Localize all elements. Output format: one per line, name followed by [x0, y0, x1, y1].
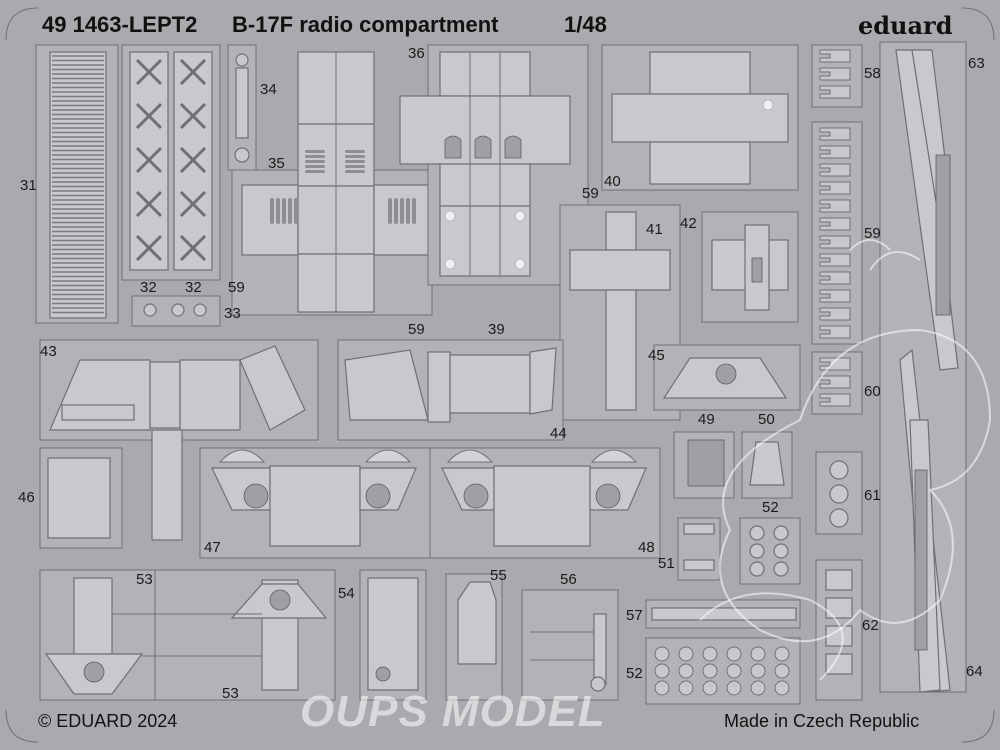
watermark-text: OUPS MODEL — [300, 687, 606, 736]
part-label: 54 — [338, 585, 355, 602]
part-label: 57 — [626, 607, 643, 624]
part-53 — [39, 569, 336, 701]
part-label: 41 — [646, 221, 663, 238]
origin-note: Made in Czech Republic — [724, 711, 920, 731]
part-56 — [521, 589, 619, 701]
part-label: 59 — [228, 279, 245, 296]
part-49 — [673, 431, 735, 499]
part-35 — [231, 51, 433, 316]
part-48 — [429, 447, 661, 559]
part-54 — [359, 569, 427, 701]
part-label: 51 — [658, 555, 675, 572]
part-44 — [337, 339, 564, 441]
part-label: 50 — [758, 411, 775, 428]
part-label: 35 — [268, 155, 285, 172]
part-32-panels — [121, 44, 221, 281]
part-label: 56 — [560, 571, 577, 588]
part-label: 46 — [18, 489, 35, 506]
part-label: 53 — [136, 571, 153, 588]
part-label: 55 — [490, 567, 507, 584]
part-label: 62 — [862, 617, 879, 634]
part-62 — [815, 559, 863, 701]
part-label: 47 — [204, 539, 221, 556]
part-label: 40 — [604, 173, 621, 190]
part-label: 49 — [698, 411, 715, 428]
part-34 — [227, 44, 257, 171]
part-label: 48 — [638, 539, 655, 556]
part-label: 61 — [864, 487, 881, 504]
part-label: 34 — [260, 81, 277, 98]
part-label: 31 — [20, 177, 37, 194]
part-50 — [741, 431, 793, 499]
part-45 — [653, 344, 801, 411]
part-46 — [39, 447, 123, 549]
part-42 — [701, 211, 799, 323]
part-61 — [815, 451, 863, 535]
part-label: 32 — [140, 279, 157, 296]
part-label: 42 — [680, 215, 697, 232]
part-51 — [677, 517, 721, 581]
part-52-upper — [739, 517, 801, 585]
part-label: 33 — [224, 305, 241, 322]
part-label: 39 — [488, 321, 505, 338]
watermark-sketch — [699, 239, 992, 681]
part-58-59-60 — [811, 44, 863, 415]
sheet-scale: 1/48 — [564, 12, 607, 37]
part-label: 58 — [864, 65, 881, 82]
part-47 — [199, 447, 431, 559]
part-label: 60 — [864, 383, 881, 400]
part-label: 43 — [40, 343, 57, 360]
part-43 — [39, 339, 319, 541]
sheet-title: B-17F radio compartment — [232, 12, 499, 37]
sheet-code: 49 1463-LEPT2 — [42, 12, 198, 37]
part-label: 52 — [626, 665, 643, 682]
part-55 — [445, 573, 503, 701]
part-label: 36 — [408, 45, 425, 62]
part-label: 44 — [550, 425, 567, 442]
part-33 — [131, 295, 221, 327]
part-label: 64 — [966, 663, 983, 680]
part-label: 45 — [648, 347, 665, 364]
part-label: 59 — [864, 225, 881, 242]
part-40 — [601, 44, 799, 191]
part-label: 63 — [968, 55, 985, 72]
part-label: 52 — [762, 499, 779, 516]
part-52-lower — [645, 637, 801, 705]
part-label: 32 — [185, 279, 202, 296]
brand-logo: eduard — [858, 11, 953, 40]
part-label: 59 — [408, 321, 425, 338]
part-57 — [645, 599, 801, 629]
part-64 — [899, 348, 951, 693]
copyright: © EDUARD 2024 — [38, 711, 178, 731]
part-label: 53 — [222, 685, 239, 702]
part-31 — [35, 44, 119, 324]
part-label: 59 — [582, 185, 599, 202]
